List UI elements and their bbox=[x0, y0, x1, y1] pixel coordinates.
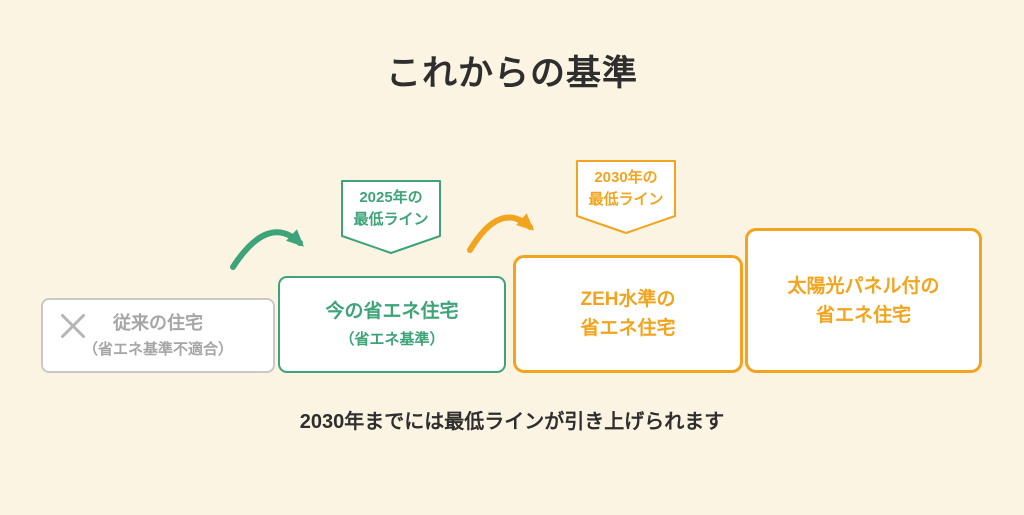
step-current-subtitle: （省エネ基準） bbox=[339, 331, 445, 348]
step-box-solar-panel: 太陽光パネル付の 省エネ住宅 bbox=[745, 228, 982, 373]
badge-2030-line1: 2030年の bbox=[594, 169, 658, 186]
step-zeh-line1: ZEH水準の bbox=[580, 289, 676, 310]
step-box-zeh-level: ZEH水準の 省エネ住宅 bbox=[513, 255, 743, 373]
step-current-title: 今の省エネ住宅 bbox=[325, 301, 459, 322]
badge-2025-line1: 2025年の bbox=[359, 189, 423, 206]
bottom-caption: 2030年までには最低ラインが引き上げられます bbox=[299, 411, 725, 433]
pennant-shape bbox=[576, 160, 676, 234]
step-up-arrow-orange bbox=[467, 213, 535, 253]
step-conventional-subtitle: （省エネ基準不適合） bbox=[82, 340, 233, 358]
badge-2030-line2: 最低ライン bbox=[588, 191, 664, 208]
badge-2030-minimum-line: 2030年の 最低ライン bbox=[576, 160, 676, 234]
page-title: これからの基準 bbox=[385, 54, 638, 93]
step-box-current-standard: 今の省エネ住宅 （省エネ基準） bbox=[278, 276, 506, 373]
badge-2025-line2: 最低ライン bbox=[353, 211, 429, 228]
step-conventional-title: 従来の住宅 bbox=[113, 312, 203, 333]
step-solar-line2: 省エネ住宅 bbox=[815, 304, 911, 326]
step-solar-line1: 太陽光パネル付の bbox=[787, 275, 940, 297]
step-box-conventional: 従来の住宅 （省エネ基準不適合） bbox=[41, 298, 275, 373]
badge-2025-minimum-line: 2025年の 最低ライン bbox=[341, 180, 441, 254]
step-up-arrow-green bbox=[230, 229, 304, 270]
pennant-shape bbox=[341, 180, 441, 254]
x-mark-icon bbox=[61, 314, 85, 338]
step-zeh-line2: 省エネ住宅 bbox=[580, 318, 676, 339]
